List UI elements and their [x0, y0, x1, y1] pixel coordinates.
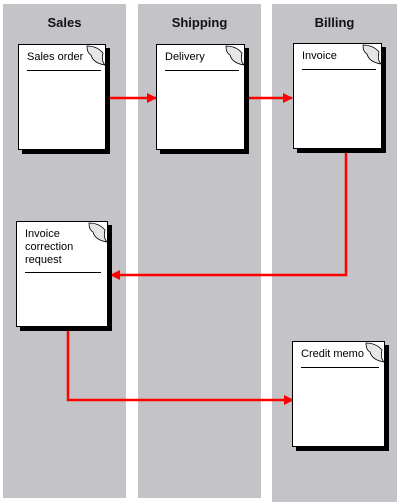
page-curl-icon [362, 342, 386, 363]
document-delivery: Delivery [156, 44, 246, 150]
document-label-credit-memo: Credit memo [301, 348, 364, 360]
lane-title-sales: Sales [47, 15, 82, 30]
arrow-invoice-to-correction-request [110, 150, 348, 280]
page-curl-icon [359, 44, 383, 65]
document-credit-memo: Credit memo [292, 341, 386, 447]
arrow-correction-request-to-credit-memo [66, 328, 294, 405]
lane-title-shipping: Shipping [171, 15, 228, 30]
document-divider [301, 367, 379, 368]
document-invoice-correction-request: Invoice correction request [16, 221, 109, 327]
document-divider [165, 70, 239, 71]
document-divider [25, 272, 101, 273]
page-curl-icon [83, 45, 107, 66]
page-curl-icon [85, 222, 109, 243]
document-label-invoice-correction-request: Invoice correction request [25, 228, 74, 266]
document-sales-order: Sales order [18, 44, 107, 150]
lane-title-billing: Billing [314, 15, 355, 30]
document-label-delivery: Delivery [165, 51, 205, 63]
document-invoice: Invoice [293, 43, 383, 149]
document-label-sales-order: Sales order [27, 51, 84, 63]
document-label-invoice: Invoice [302, 50, 337, 62]
page-curl-icon [222, 45, 246, 66]
document-divider [27, 70, 101, 71]
document-divider [302, 69, 376, 70]
